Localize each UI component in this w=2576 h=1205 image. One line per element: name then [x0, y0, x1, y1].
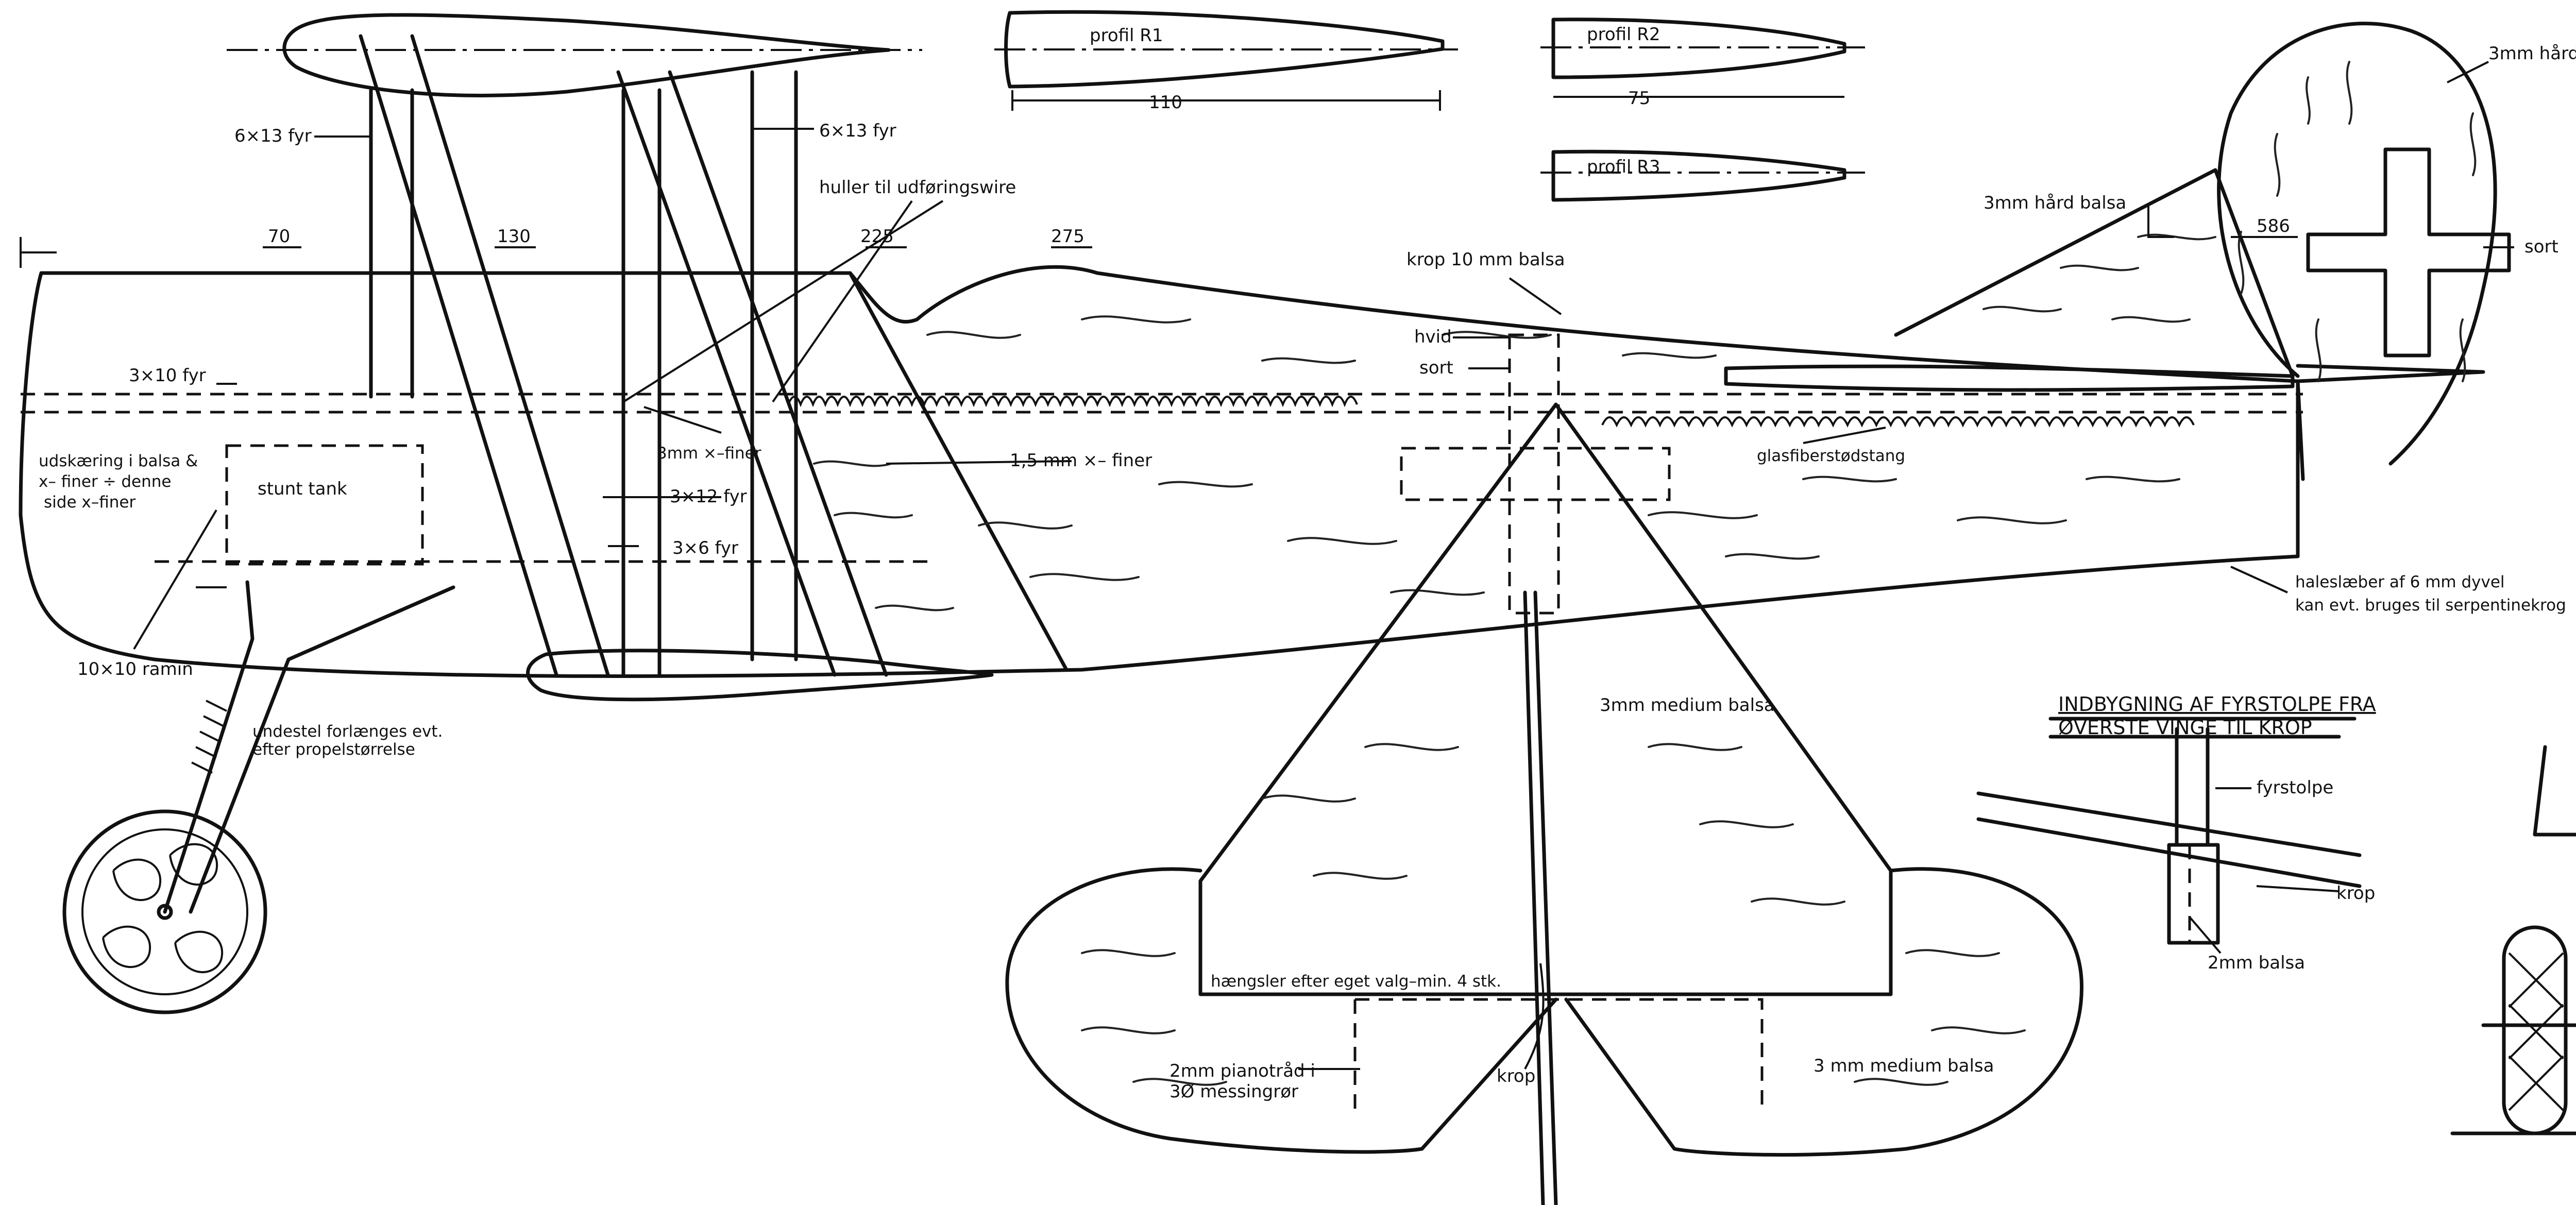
coil-spring-rear: [1601, 416, 2195, 428]
label-cutout-3: side x–finer: [44, 493, 135, 512]
label-black-top: sort: [1419, 358, 1453, 378]
station-225: 225: [860, 226, 894, 247]
station-586: 586: [2257, 216, 2290, 236]
profile-r3-label: profil R3: [1587, 157, 1660, 177]
label-undercarriage-1: undestel forlænges evt.: [252, 722, 443, 741]
station-275: 275: [1051, 226, 1084, 247]
label-holes-wire: huller til udføringswire: [819, 177, 1016, 198]
label-strut-3x6: 3×6 fyr: [672, 538, 738, 558]
label-stab-balsa: 3mm medium balsa: [1600, 695, 1775, 716]
label-elevator-balsa: 3 mm medium balsa: [1814, 1056, 1994, 1076]
station-70: 70: [268, 226, 290, 247]
label-fuselage: krop 10 mm balsa: [1406, 249, 1565, 270]
profile-r3: [1540, 149, 1865, 202]
strut-installation-detail: [1976, 717, 2362, 945]
label-hinges: hængsler efter eget valg–min. 4 stk.: [1211, 972, 1501, 991]
coil-spring: [787, 396, 1358, 408]
label-strut-top-right: 6×13 fyr: [819, 121, 896, 141]
label-strut-top-left: 6×13 fyr: [234, 126, 312, 146]
lower-wing-section: [526, 649, 994, 702]
upper-wing-section: [227, 13, 922, 97]
label-tailskid-2: kan evt. bruges til serpentinekrog: [2295, 596, 2566, 615]
wheel-detail: [2450, 745, 2576, 1135]
station-130: 130: [497, 226, 531, 247]
station-dimensions: [20, 236, 2298, 268]
label-undercarriage-2: efter propelstørrelse: [252, 740, 415, 759]
stabilizer-plan: [1005, 402, 2083, 1205]
label-stunt-tank: stunt tank: [258, 479, 347, 499]
fuselage-grain: [813, 315, 2180, 612]
label-fin-balsa: 3mm hård balsa: [1984, 193, 2126, 213]
label-ply-15mm: 1,5 mm ×– finer: [1010, 450, 1152, 471]
label-ply-3mm: 3mm ×–finer: [657, 444, 761, 463]
fuselage-side: [19, 168, 2485, 678]
detail-label-balsa: 2mm balsa: [2208, 953, 2305, 973]
profile-r1-label: profil R1: [1090, 25, 1163, 46]
detail-title-2: ØVERSTE VINGE TIL KROP: [2058, 716, 2312, 739]
interplane-struts: [359, 34, 888, 677]
profile-r2-label: profil R2: [1587, 24, 1660, 45]
label-piano-wire-2: 3Ø messingrør: [1170, 1081, 1298, 1102]
label-longeron: 3×10 fyr: [129, 365, 206, 386]
landing-gear: [62, 580, 455, 1014]
label-cutout-2: x– finer ÷ denne: [39, 472, 172, 491]
label-cutout-1: udskæring i balsa &: [39, 452, 198, 470]
label-body-lower: krop: [1497, 1066, 1535, 1087]
label-fiberglass-rod: glasfiberstødstang: [1757, 447, 1905, 465]
label-rudder-balsa: 3mm hård balsa: [2488, 43, 2576, 64]
profile-r2: [1540, 18, 1865, 98]
fin-grain: [1982, 233, 2216, 323]
label-white: hvid: [1414, 327, 1452, 347]
label-strut-3x12: 3×12 fyr: [670, 486, 747, 507]
label-piano-wire-1: 2mm pianotråd i: [1170, 1061, 1315, 1081]
profile-r1: [994, 10, 1458, 111]
leader-lines: [133, 61, 2514, 1070]
label-black-cross: sort: [2524, 236, 2558, 257]
detail-label-strut: fyrstolpe: [2257, 777, 2333, 798]
label-tailskid-1: haleslæber af 6 mm dyvel: [2295, 573, 2505, 591]
profile-r1-dimension: 110: [1149, 92, 1182, 113]
label-ramin: 10×10 ramin: [77, 659, 193, 680]
detail-label-body: krop: [2336, 883, 2375, 904]
detail-title-1: INDBYGNING AF FYRSTOLPE FRA: [2058, 693, 2376, 716]
rudder: [2217, 22, 2511, 466]
profile-r2-dimension: 75: [1628, 88, 1650, 109]
